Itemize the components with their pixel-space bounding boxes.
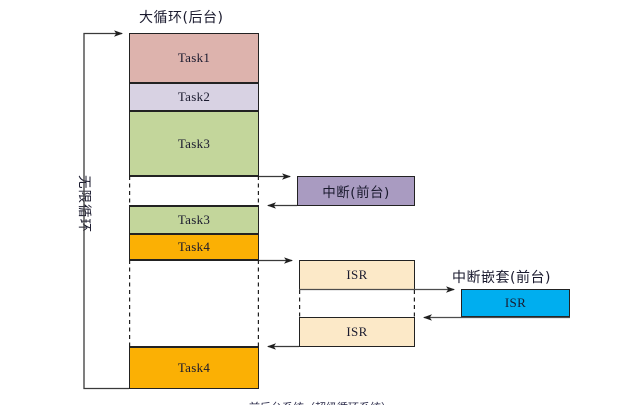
nested-interrupt-title: 中断嵌套(前台) — [452, 270, 551, 286]
figure-caption: 前后台系统（超级循环系统） — [0, 399, 641, 405]
isr-label: ISR — [346, 267, 368, 282]
block-task2[interactable]: Task2 — [129, 83, 259, 111]
block-label: Task4 — [177, 239, 211, 254]
block-label: Task4 — [177, 360, 211, 375]
block-label: Task3 — [177, 135, 211, 151]
block-task4-b[interactable]: Task4 — [129, 347, 259, 389]
block-task4-a[interactable]: Task4 — [129, 234, 259, 260]
block-gap-b — [129, 260, 259, 347]
isr-lower[interactable]: ISR — [299, 317, 415, 347]
main-loop-title: 大循环(后台) — [139, 10, 224, 26]
block-label: Task3 — [177, 212, 211, 227]
block-task3-b[interactable]: Task3 — [129, 206, 259, 234]
isr-upper[interactable]: ISR — [299, 260, 415, 290]
nested-isr-box[interactable]: ISR — [461, 289, 570, 317]
block-task3-a[interactable]: Task3 — [129, 111, 259, 176]
interrupt-box[interactable]: 中断(前台) — [297, 176, 415, 206]
infinite-loop-label: 无限循环 — [76, 175, 92, 233]
block-gap-a — [129, 176, 259, 206]
block-task1[interactable]: Task1 — [129, 33, 259, 83]
isr-label: ISR — [346, 324, 368, 339]
block-label: Task2 — [177, 89, 211, 104]
block-label: Task1 — [177, 50, 211, 65]
